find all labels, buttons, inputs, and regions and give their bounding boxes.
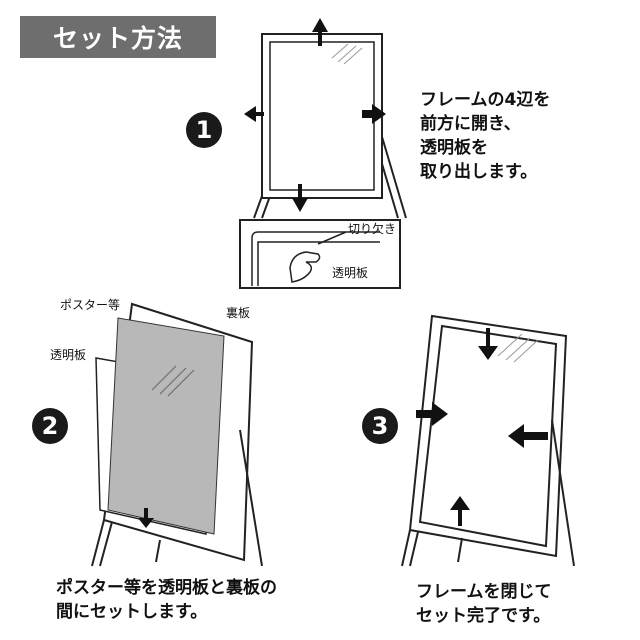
step2-legs xyxy=(91,429,263,567)
clear-panel-label-inset: 透明板 xyxy=(332,266,369,280)
step2-number-badge: 2 xyxy=(32,408,68,444)
arrow-left-icon xyxy=(508,424,548,448)
step1-instruction: フレームの4辺を 前方に開き、 透明板を 取り出します。 xyxy=(420,90,551,182)
hand-icon xyxy=(289,251,321,283)
clear-panel-label: 透明板 xyxy=(50,348,87,362)
poster-label: ポスター等 xyxy=(60,298,121,312)
arrow-right-icon xyxy=(362,104,386,124)
arrow-right-icon xyxy=(416,402,448,426)
arrow-up-icon xyxy=(450,496,470,526)
step3-arrows xyxy=(416,328,548,526)
step1-arrows xyxy=(244,18,386,212)
arrow-left-icon xyxy=(244,106,264,122)
notch-label: 切り欠き xyxy=(348,222,397,236)
step3-frame xyxy=(408,314,568,558)
arrow-down-icon xyxy=(292,184,308,212)
step2-instruction: ポスター等を透明板と裏板の 間にセットします。 xyxy=(56,578,277,622)
arrow-down-icon xyxy=(138,508,154,528)
step1-number-badge: 1 xyxy=(186,112,222,148)
arrow-down-icon xyxy=(478,328,498,360)
step3-number-badge: 3 xyxy=(362,408,398,444)
page-title: セット方法 xyxy=(20,16,216,58)
step3-legs xyxy=(401,419,575,567)
back-board-label: 裏板 xyxy=(226,306,251,320)
step2-poster xyxy=(107,317,225,535)
step3-instruction: フレームを閉じて セット完了です。 xyxy=(416,582,552,626)
arrow-up-icon xyxy=(312,18,328,46)
